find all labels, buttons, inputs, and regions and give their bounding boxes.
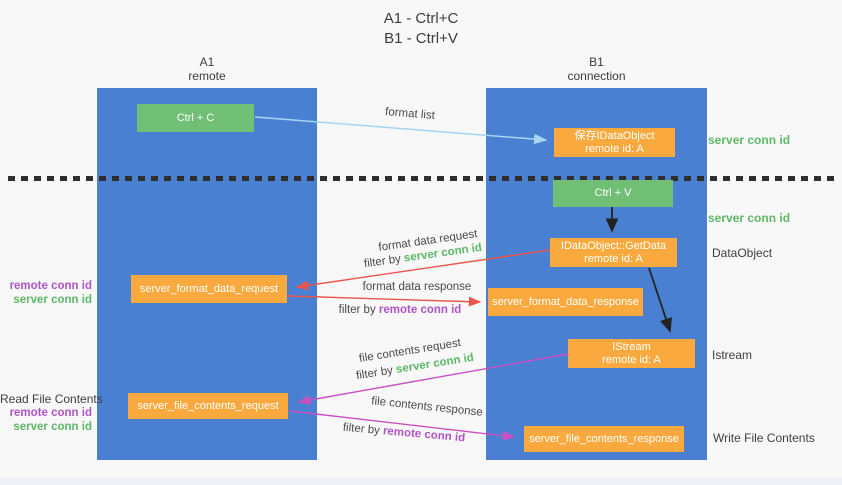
filter-key-remote-conn-id: remote conn id [382, 425, 466, 445]
node-istream-line2: remote id: A [602, 353, 661, 366]
diagram-title: A1 - Ctrl+C B1 - Ctrl+V [0, 9, 842, 49]
filter-prefix: filter by [355, 364, 397, 383]
left-bottom-server-conn-id: server conn id [13, 421, 92, 433]
label-format-data-response: format data response [362, 281, 472, 293]
side-label-server-conn-id-top: server conn id [708, 133, 791, 147]
node-save-idataobject-line2: remote id: A [585, 142, 644, 155]
side-label-read-file-contents: Read File Contents [0, 392, 103, 406]
node-server-format-data-request: server_format_data_request [131, 275, 287, 303]
node-file-request-label: server_file_contents_request [137, 399, 279, 412]
filter-prefix: filter by [338, 304, 379, 316]
side-label-write-file-contents: Write File Contents [713, 431, 815, 445]
title-line-2: B1 - Ctrl+V [384, 30, 458, 47]
left-mid-remote-conn-id: remote conn id [9, 280, 92, 292]
lane-header-a1: A1 remote [97, 55, 317, 83]
filter-key-remote-conn-id: remote conn id [378, 304, 462, 316]
side-label-dataobject: DataObject [712, 246, 773, 260]
lane-header-b1: B1 connection [486, 55, 707, 83]
side-label-server-conn-id-mid: server conn id [708, 211, 791, 225]
node-idataobject-getdata: IDataObject::GetData remote id: A [550, 238, 677, 267]
lane-b1-subtitle: connection [567, 69, 626, 83]
filter-prefix: filter by [342, 421, 384, 438]
label-file-contents-response: file contents response [370, 395, 484, 419]
node-server-format-data-response: server_format_data_response [488, 288, 643, 316]
dotted-separator [8, 176, 834, 181]
lane-a1-title: A1 [199, 55, 215, 69]
lane-b1-title: B1 [589, 55, 604, 69]
node-getdata-line2: remote id: A [584, 252, 643, 265]
left-labels-bottom: Read File Contents remote conn id server… [0, 392, 103, 434]
node-istream-line1: IStream [612, 340, 651, 353]
title-line-1: A1 - Ctrl+C [383, 10, 459, 27]
label-format-list: format list [384, 106, 436, 122]
left-mid-server-conn-id: server conn id [13, 294, 92, 306]
node-server-file-contents-response: server_file_contents_response [524, 426, 684, 452]
lane-a1-subtitle: remote [188, 69, 226, 83]
node-ctrl-c: Ctrl + C [137, 104, 254, 132]
node-format-response-label: server_format_data_response [492, 295, 639, 308]
node-save-idataobject: 保存IDataObject remote id: A [554, 128, 675, 157]
node-ctrl-v-label: Ctrl + V [594, 187, 632, 199]
node-ctrl-c-label: Ctrl + C [176, 111, 215, 124]
label-filter-file-response: filter by remote conn id [329, 420, 479, 445]
node-format-request-label: server_format_data_request [139, 282, 279, 295]
node-file-response-label: server_file_contents_response [529, 432, 679, 445]
label-filter-format-response: filter by remote conn id [325, 304, 475, 316]
footer-strip [0, 478, 842, 485]
left-labels-mid: remote conn id server conn id [0, 279, 92, 307]
node-ctrl-v: Ctrl + V [553, 180, 673, 207]
node-save-idataobject-line1: 保存IDataObject [574, 129, 655, 142]
filter-prefix: filter by [363, 252, 405, 271]
node-istream: IStream remote id: A [568, 339, 695, 368]
left-bottom-remote-conn-id: remote conn id [9, 407, 92, 419]
node-server-file-contents-request: server_file_contents_request [128, 393, 288, 419]
side-label-istream: Istream [712, 348, 753, 362]
node-getdata-line1: IDataObject::GetData [560, 239, 667, 252]
